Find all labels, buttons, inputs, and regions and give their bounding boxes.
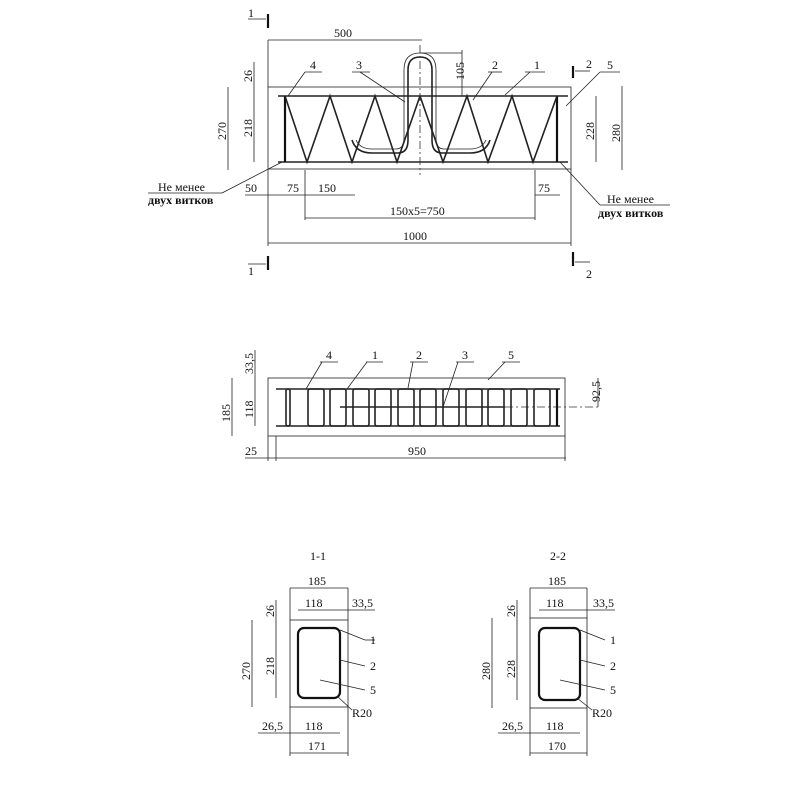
stirrup: [397, 388, 415, 427]
svg-text:118: 118: [305, 719, 323, 733]
section-2-2-title: 2-2: [550, 549, 566, 563]
svg-text:4: 4: [310, 58, 316, 72]
section-mark-1-top: 1: [248, 6, 270, 28]
stirrup: [419, 388, 437, 427]
svg-text:26: 26: [263, 605, 277, 617]
section-mark-2-bottom: 2: [571, 252, 592, 281]
svg-text:26,5: 26,5: [502, 719, 523, 733]
section-2-2: 2-2 185 118 33,5 280 26 228 26,5 118 170…: [479, 549, 616, 756]
svg-text:2: 2: [492, 58, 498, 72]
svg-text:1: 1: [370, 633, 376, 647]
svg-text:2: 2: [586, 57, 592, 71]
svg-text:1: 1: [534, 58, 540, 72]
svg-text:950: 950: [408, 444, 426, 458]
section-1-1-title: 1-1: [310, 549, 326, 563]
svg-text:1: 1: [248, 6, 254, 20]
svg-text:5: 5: [370, 683, 376, 697]
svg-text:270: 270: [239, 662, 253, 680]
stirrup: [487, 388, 505, 427]
svg-text:2: 2: [610, 659, 616, 673]
svg-text:33,5: 33,5: [593, 596, 614, 610]
svg-text:280: 280: [609, 124, 623, 142]
section-mark-2-top: 2: [571, 57, 592, 78]
svg-text:150x5=750: 150x5=750: [390, 204, 445, 218]
svg-text:280: 280: [479, 662, 493, 680]
stirrup: [465, 388, 483, 427]
svg-text:118: 118: [546, 596, 564, 610]
svg-text:26,5: 26,5: [262, 719, 283, 733]
stirrup-section-1: [296, 626, 342, 700]
svg-text:3: 3: [462, 348, 468, 362]
svg-text:228: 228: [583, 122, 597, 140]
svg-text:2: 2: [586, 267, 592, 281]
plan-view: 185 33,5 118 92,5 25 950 4 1 2 3 5: [219, 348, 603, 461]
stirrup: [442, 388, 460, 427]
svg-text:26: 26: [504, 605, 518, 617]
svg-text:218: 218: [263, 657, 277, 675]
svg-text:118: 118: [546, 719, 564, 733]
svg-text:26: 26: [241, 70, 255, 82]
svg-text:R20: R20: [592, 706, 612, 720]
stirrup: [307, 388, 325, 427]
zigzag-truss: [284, 93, 558, 165]
svg-text:2: 2: [370, 659, 376, 673]
plan-callouts: 4 1 2 3 5: [305, 348, 520, 408]
svg-text:33,5: 33,5: [352, 596, 373, 610]
svg-text:75: 75: [538, 181, 550, 195]
svg-text:1: 1: [610, 633, 616, 647]
svg-text:5: 5: [610, 683, 616, 697]
stirrups-plan: [285, 388, 559, 427]
svg-text:218: 218: [241, 119, 255, 137]
svg-text:1000: 1000: [403, 229, 427, 243]
svg-text:33,5: 33,5: [242, 353, 256, 374]
svg-text:170: 170: [548, 739, 566, 753]
section-1-1: 1-1 185 118 33,5 270 26 218 26,5 118 171…: [239, 549, 376, 756]
svg-text:двух витков: двух витков: [148, 193, 214, 207]
svg-text:двух витков: двух витков: [598, 206, 664, 220]
stirrup: [285, 388, 291, 427]
svg-text:50: 50: [245, 181, 257, 195]
stirrup: [352, 388, 370, 427]
stirrup: [533, 388, 551, 427]
svg-text:1: 1: [372, 348, 378, 362]
svg-text:R20: R20: [352, 706, 372, 720]
elevation-view: 1 1 2 2 500 105 270 26 218 228 280 50: [148, 6, 670, 281]
svg-text:185: 185: [219, 404, 233, 422]
svg-text:5: 5: [508, 348, 514, 362]
svg-text:1: 1: [248, 264, 254, 278]
svg-text:92,5: 92,5: [589, 381, 603, 402]
stirrup: [329, 388, 347, 427]
svg-text:118: 118: [305, 596, 323, 610]
svg-text:228: 228: [504, 660, 518, 678]
svg-text:25: 25: [245, 444, 257, 458]
svg-text:105: 105: [453, 62, 467, 80]
svg-text:171: 171: [308, 739, 326, 753]
svg-text:4: 4: [326, 348, 332, 362]
stirrup: [374, 388, 392, 427]
svg-text:75: 75: [287, 181, 299, 195]
svg-text:185: 185: [308, 574, 326, 588]
svg-text:118: 118: [242, 400, 256, 418]
note-right: Не менее двух витков: [559, 161, 670, 220]
svg-text:Не менее: Не менее: [158, 180, 205, 194]
svg-text:185: 185: [548, 574, 566, 588]
svg-text:500: 500: [334, 26, 352, 40]
concrete-outline: [267, 86, 572, 170]
note-left: Не менее двух витков: [148, 161, 283, 207]
svg-text:3: 3: [356, 58, 362, 72]
plan-dimensions: 185 33,5 118 92,5 25 950: [219, 350, 603, 461]
svg-text:Не менее: Не менее: [607, 192, 654, 206]
svg-text:150: 150: [318, 181, 336, 195]
svg-text:2: 2: [416, 348, 422, 362]
elevation-dimensions: 500 105 270 26 218 228 280 50 75 150 75 …: [215, 26, 623, 246]
stirrup-section-2: [537, 626, 582, 702]
stirrup: [510, 388, 528, 427]
svg-text:5: 5: [607, 58, 613, 72]
section-mark-1-bottom: 1: [248, 256, 270, 278]
svg-text:270: 270: [215, 122, 229, 140]
elevation-callouts: 4 3 2 1 5: [287, 58, 620, 107]
